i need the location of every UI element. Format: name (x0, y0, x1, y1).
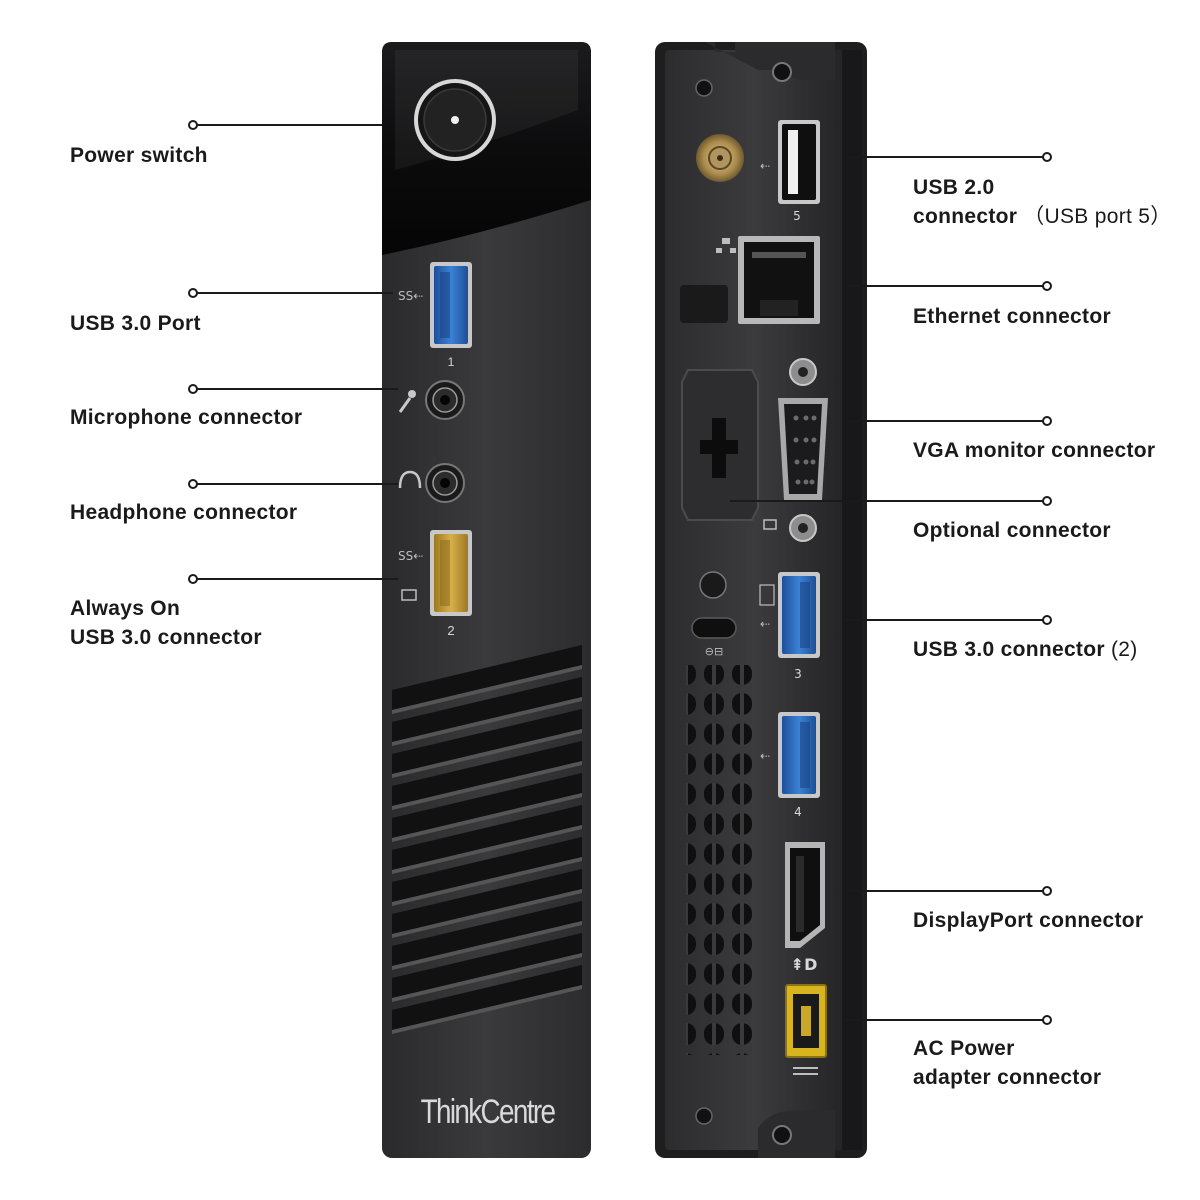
label-power-switch: Power switch (70, 141, 208, 170)
label-microphone-connector: Microphone connector (70, 403, 302, 432)
screw-icon (700, 572, 726, 598)
label-usb30-text: USB 3.0 connector (913, 638, 1105, 661)
svg-text:⇠: ⇠ (760, 749, 770, 763)
kensington-lock-icon (692, 618, 736, 638)
label-ethernet-connector: Ethernet connector (913, 302, 1111, 331)
label-usb20-connector: USB 2.0 connector （USB port 5） (913, 173, 1172, 231)
label-headphone-connector: Headphone connector (70, 498, 297, 527)
label-always-on-line1: Always On (70, 594, 262, 623)
front-port-number-2: 2 (445, 623, 457, 638)
label-optional-connector: Optional connector (913, 516, 1111, 545)
svg-text:SS⇠: SS⇠ (398, 549, 423, 563)
svg-text:⇠: ⇠ (760, 617, 770, 631)
label-ac-line1: AC Power (913, 1034, 1101, 1063)
svg-text:⊖⊟: ⊖⊟ (705, 645, 723, 658)
rear-vents (686, 665, 756, 1055)
label-always-on-line2: USB 3.0 connector (70, 623, 262, 652)
label-usb30-count: (2) (1111, 638, 1138, 661)
label-displayport-connector: DisplayPort connector (913, 906, 1143, 935)
port-number-3: 3 (794, 667, 802, 681)
label-ac-line2: adapter connector (913, 1063, 1101, 1092)
port-number-4: 4 (794, 805, 802, 819)
displayport-icon: ⇞D (791, 955, 818, 974)
front-panel: SS⇠ SS⇠ (382, 42, 591, 1158)
usb-ss-icon: SS⇠ (398, 289, 423, 303)
optional-connector-cover (682, 370, 758, 520)
svg-text:⇠: ⇠ (760, 159, 770, 173)
rear-panel: ⇠ 5 (655, 42, 867, 1158)
port-number-5: 5 (793, 209, 801, 223)
label-usb30-port: USB 3.0 Port (70, 309, 201, 338)
front-port-number-1: 1 (445, 355, 457, 369)
label-vga-connector: VGA monitor connector (913, 436, 1155, 465)
power-button-icon[interactable] (414, 79, 496, 161)
label-usb20-line2: connector (913, 205, 1017, 228)
brand-logo: ThinkCentre (420, 1093, 555, 1132)
wifi-antenna-icon (696, 134, 744, 182)
label-usb20-line1: USB 2.0 (913, 173, 1172, 202)
label-usb20-note: （USB port 5） (1023, 205, 1171, 228)
label-usb30-connector: USB 3.0 connector (2) (913, 635, 1138, 664)
label-ac-power-adapter: AC Power adapter connector (913, 1034, 1101, 1092)
label-always-on-usb: Always On USB 3.0 connector (70, 594, 262, 652)
